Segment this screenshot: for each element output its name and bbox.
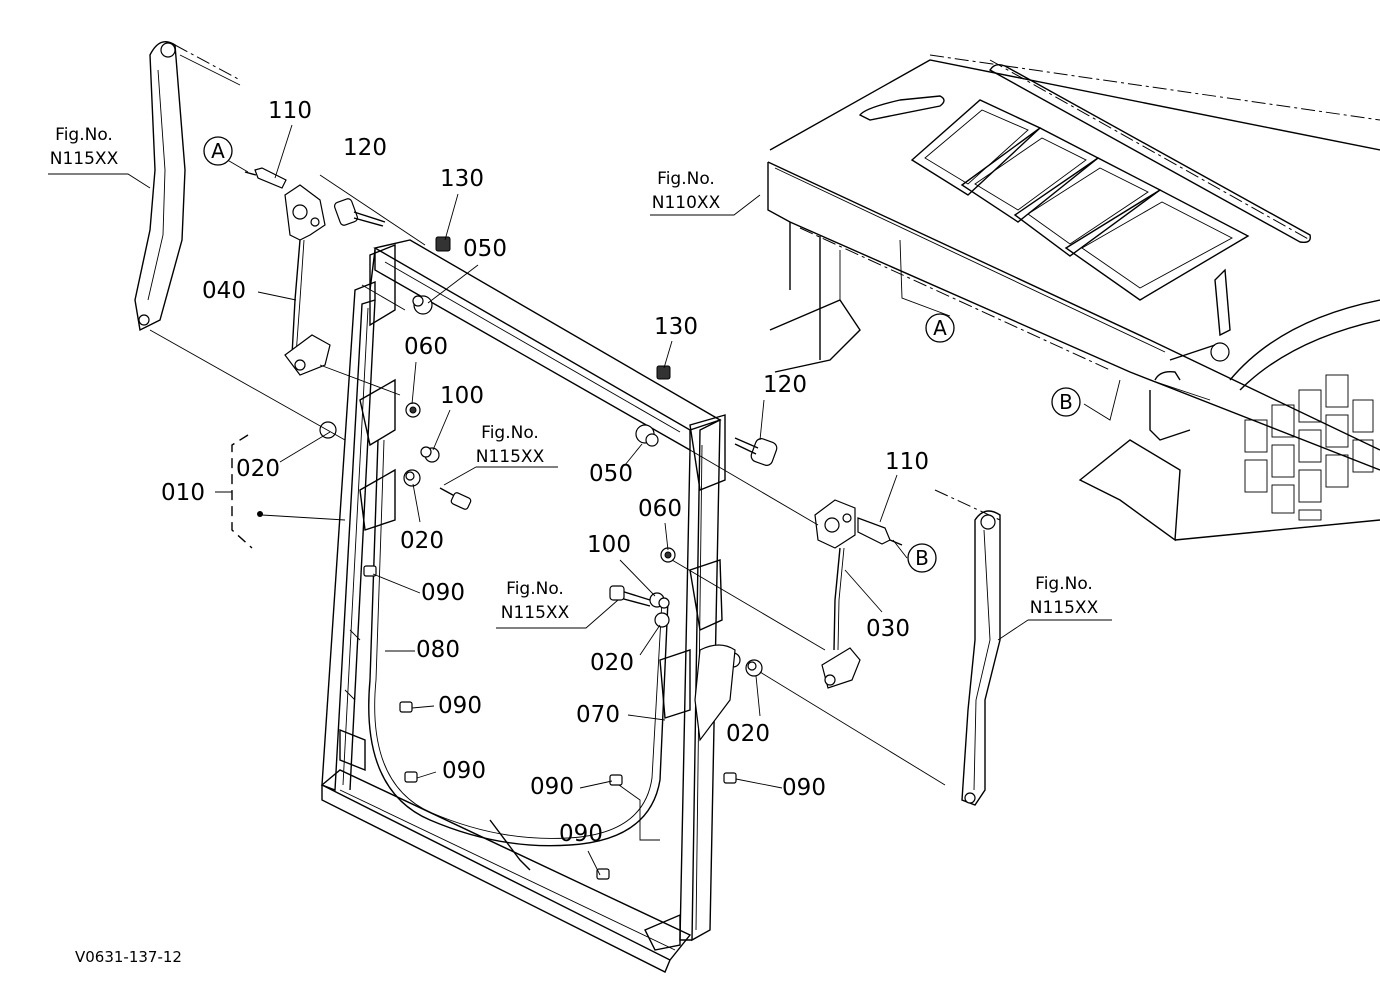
- callout-020: 020: [236, 456, 280, 482]
- callout-110: 110: [268, 98, 312, 124]
- fig-ref-label: Fig.No.: [506, 579, 564, 599]
- canopy-roof: [767, 54, 1380, 542]
- marker-letter: A: [933, 316, 947, 340]
- circle-marker-b: B: [907, 543, 937, 573]
- circle-marker-b: B: [1051, 387, 1081, 417]
- fig-ref-number: N115XX: [50, 149, 119, 169]
- callout-010: 010: [161, 480, 205, 506]
- callout-050: 050: [589, 461, 633, 487]
- circle-marker-a: A: [203, 136, 233, 166]
- callout-070: 070: [576, 702, 620, 728]
- latch-assembly-left: [244, 167, 331, 376]
- door-frame: [320, 239, 726, 973]
- fig-ref-number: N110XX: [652, 193, 721, 213]
- callout-020: 020: [726, 721, 770, 747]
- callout-090: 090: [530, 774, 574, 800]
- fig-ref-number: N115XX: [1030, 598, 1099, 618]
- callout-130: 130: [654, 314, 698, 340]
- fig-ref-label: Fig.No.: [657, 169, 715, 189]
- callout-120: 120: [343, 135, 387, 161]
- circle-markers: A A B B: [203, 136, 1081, 573]
- callout-090: 090: [442, 758, 486, 784]
- latch-assembly-right: [814, 499, 903, 689]
- left-hinge-arm: [134, 41, 241, 332]
- callout-090: 090: [438, 693, 482, 719]
- callout-130: 130: [440, 166, 484, 192]
- marker-letter: B: [915, 546, 929, 570]
- marker-circle: [203, 136, 233, 166]
- fig-ref-label: Fig.No.: [1035, 574, 1093, 594]
- callout-060: 060: [638, 496, 682, 522]
- callout-110: 110: [885, 449, 929, 475]
- callout-060: 060: [404, 334, 448, 360]
- callout-100: 100: [440, 383, 484, 409]
- circle-marker-a: A: [925, 313, 955, 343]
- marker-circle: [925, 313, 955, 343]
- callout-030: 030: [866, 616, 910, 642]
- callout-040: 040: [202, 278, 246, 304]
- callout-090: 090: [421, 580, 465, 606]
- leader-lines: [48, 124, 1211, 876]
- right-hinge-arm: [934, 489, 1001, 806]
- assembly-bracket-010: [231, 434, 253, 549]
- fig-ref-label: Fig.No.: [481, 423, 539, 443]
- fig-references: Fig.No. N115XX Fig.No. N110XX Fig.No. N115XX F…: [50, 125, 1099, 623]
- callout-020: 020: [400, 528, 444, 554]
- fig-ref-number: N115XX: [501, 603, 570, 623]
- callout-020: 020: [590, 650, 634, 676]
- drawing-code: V0631-137-12: [75, 948, 182, 966]
- hardware-parts: [257, 198, 778, 880]
- fig-ref-number: N115XX: [476, 447, 545, 467]
- marker-circle: [1051, 387, 1081, 417]
- callout-100: 100: [587, 532, 631, 558]
- marker-letter: B: [1059, 390, 1073, 414]
- callout-080: 080: [416, 637, 460, 663]
- callout-numbers: 110 120 130 050 040 060 100 020 010 020 090 080 090 0…: [161, 98, 929, 847]
- fig-ref-label: Fig.No.: [55, 125, 113, 145]
- callout-090: 090: [782, 775, 826, 801]
- callout-090: 090: [559, 821, 603, 847]
- marker-letter: A: [211, 139, 225, 163]
- marker-circle: [907, 543, 937, 573]
- callout-120: 120: [763, 372, 807, 398]
- callout-050: 050: [463, 236, 507, 262]
